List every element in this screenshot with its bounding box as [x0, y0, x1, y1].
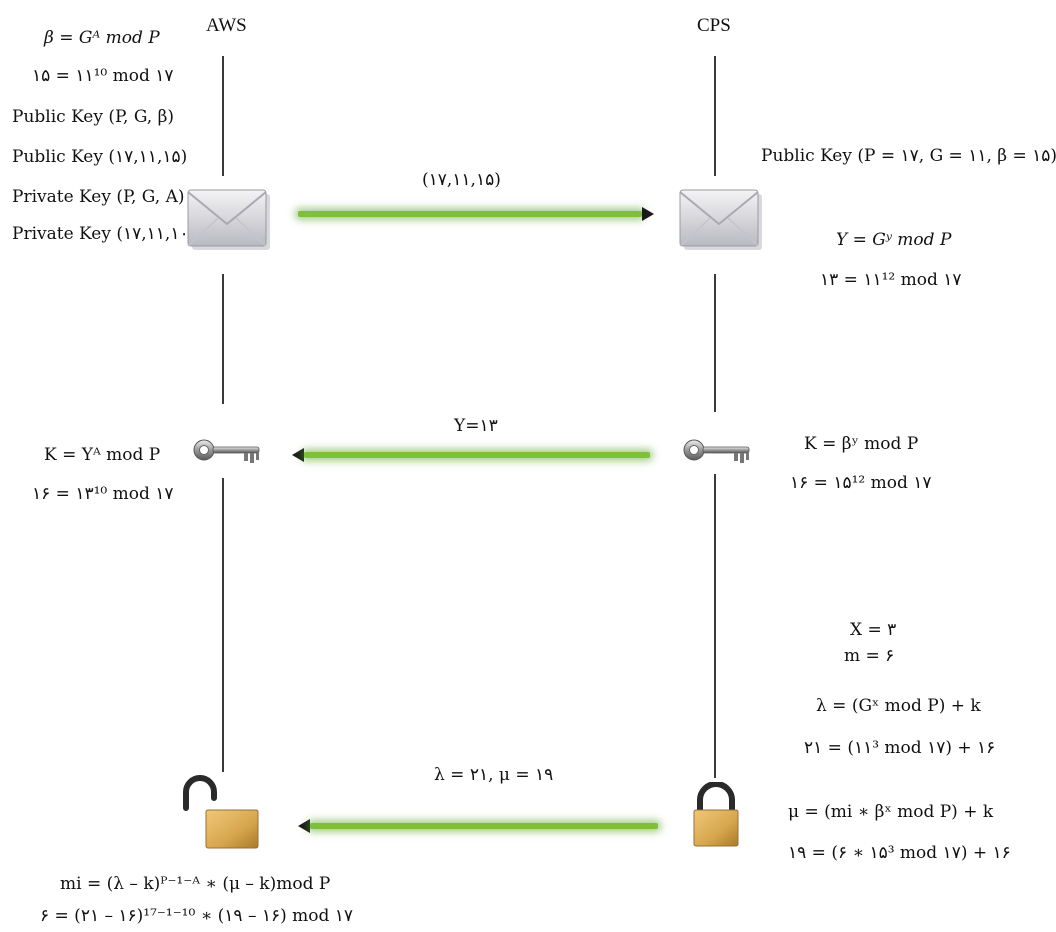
cps-m-value: m = ۶ — [844, 646, 895, 666]
msg-public-key-label: (۱۷,۱۱,۱۵) — [422, 170, 501, 190]
msg-y-label: Y=۱۳ — [454, 416, 498, 436]
cps-mu-formula: μ = (mi ∗ βˣ mod P) + k — [788, 802, 994, 822]
cps-header: CPS — [697, 15, 731, 36]
aws-envelope-icon — [186, 188, 274, 258]
aws-key-icon — [192, 436, 264, 472]
cps-y-formula: Y = Gʸ mod P — [836, 230, 952, 250]
cps-lifeline-1 — [714, 56, 716, 176]
cps-k-formula: K = βʸ mod P — [804, 434, 919, 454]
aws-public-key-label: Public Key (P, G, β) — [12, 107, 175, 127]
aws-private-key-value: Private Key (۱۷,۱۱,۱۰ — [12, 224, 189, 244]
cps-envelope-icon — [678, 188, 766, 258]
aws-k-formula: K = Yᴬ mod P — [44, 445, 161, 465]
cps-lifeline-3 — [714, 474, 716, 778]
cps-y-value: ۱۳ = ۱۱¹² mod ۱۷ — [820, 270, 962, 290]
cps-public-key: Public Key (P = ۱۷, G = ۱۱, β = ۱۵) — [761, 146, 1056, 166]
arrow-aws-to-cps-public-key — [298, 207, 654, 221]
cps-lifeline-2 — [714, 274, 716, 412]
cps-lambda-formula: λ = (Gˣ mod P) + k — [816, 696, 981, 716]
cps-x-value: X = ۳ — [850, 620, 897, 640]
cps-mu-value: ۱۹ = (۶ ∗ ۱۵³ mod ۱۷) + ۱۶ — [788, 843, 1011, 863]
aws-mi-formula: mi = (λ – k)ᴾ⁻¹⁻ᴬ ∗ (μ – k)mod P — [60, 874, 331, 894]
cps-lambda-value: ۲۱ = (۱۱³ mod ۱۷) + ۱۶ — [804, 738, 996, 758]
aws-beta-value: ۱۵ = ۱۱¹⁰ mod ۱۷ — [32, 66, 174, 86]
aws-private-key-label: Private Key (P, G, A) — [12, 187, 185, 207]
cps-k-value: ۱۶ = ۱۵¹² mod ۱۷ — [790, 473, 932, 493]
aws-beta-formula: β = Gᴬ mod P — [44, 28, 160, 48]
cps-key-icon — [682, 436, 754, 472]
arrow-cps-to-aws-y — [292, 448, 650, 462]
aws-open-padlock-icon — [178, 774, 264, 854]
cps-closed-padlock-icon — [692, 781, 742, 852]
aws-mi-value: ۶ = (۲۱ – ۱۶)¹⁷⁻¹⁻¹⁰ ∗ (۱۹ – ۱۶) mod ۱۷ — [40, 906, 354, 926]
aws-k-value: ۱۶ = ۱۳¹⁰ mod ۱۷ — [32, 484, 174, 504]
aws-lifeline-1 — [222, 56, 224, 176]
aws-public-key-value: Public Key (۱۷,۱۱,۱۵) — [12, 147, 188, 167]
aws-lifeline-2 — [222, 274, 224, 404]
msg-lambda-mu-label: λ = ۲۱, μ = ۱۹ — [434, 765, 554, 785]
aws-lifeline-3 — [222, 478, 224, 772]
arrow-cps-to-aws-lambda-mu — [298, 819, 658, 833]
aws-header: AWS — [206, 15, 247, 36]
